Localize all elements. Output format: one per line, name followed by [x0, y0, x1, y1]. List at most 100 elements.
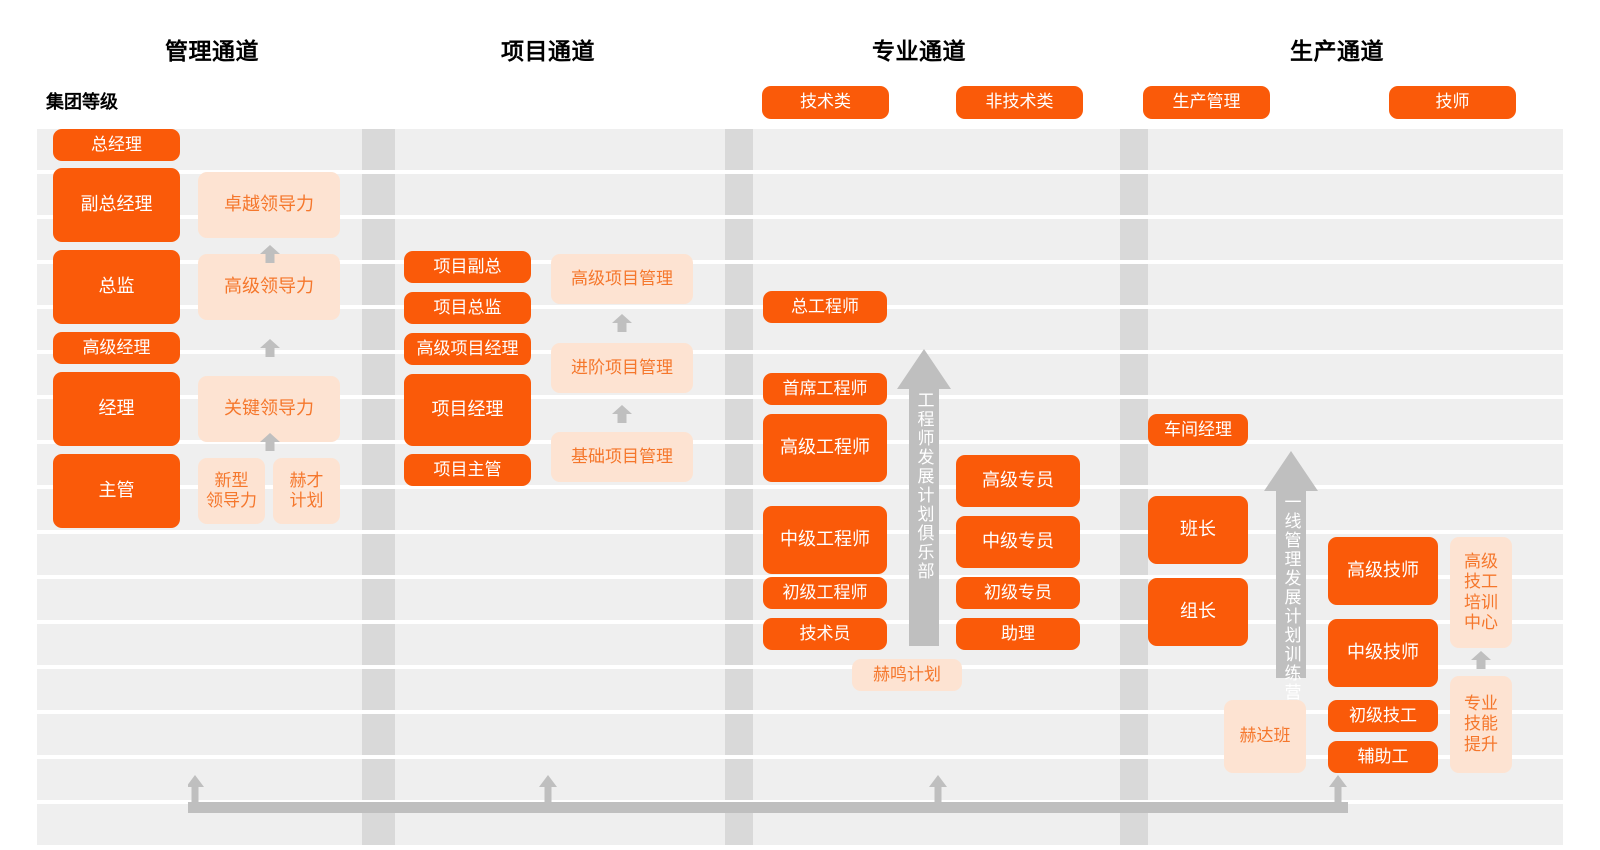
technical-grade-5[interactable]: 初级工程师 — [763, 577, 887, 609]
grid-separator-column — [725, 489, 753, 530]
grid-separator-column — [362, 444, 395, 485]
non-technical-grade-4[interactable]: 助理 — [956, 618, 1080, 650]
grid-separator-column — [725, 399, 753, 440]
grid-row-band — [1503, 534, 1563, 575]
grid-separator-column — [725, 444, 753, 485]
grid-row-band — [1148, 714, 1503, 755]
category-pill-3[interactable]: 生产管理 — [1143, 86, 1270, 119]
management-program-5[interactable]: 赫才 计划 — [273, 458, 340, 524]
management-program-1[interactable]: 卓越领导力 — [198, 172, 340, 238]
technical-grade-2[interactable]: 首席工程师 — [763, 373, 887, 405]
professional-program-1[interactable]: 赫鸣计划 — [852, 659, 962, 691]
grid-separator-column — [1120, 354, 1148, 395]
technician-grade-3[interactable]: 初级技工 — [1328, 700, 1438, 732]
grid-separator-column — [362, 759, 395, 800]
grid-row-band — [1148, 264, 1503, 305]
technician-grade-1[interactable]: 高级技师 — [1328, 537, 1438, 605]
grid-row-band — [1503, 129, 1563, 170]
non-technical-grade-1[interactable]: 高级专员 — [956, 455, 1080, 507]
grid-row-band — [1503, 399, 1563, 440]
non-technical-grade-3[interactable]: 初级专员 — [956, 577, 1080, 609]
bottom-growth-bar — [188, 775, 1348, 813]
grid-separator-column — [362, 669, 395, 710]
grid-row-band — [1503, 714, 1563, 755]
production-program-1[interactable]: 赫达班 — [1224, 700, 1306, 773]
engineer-development-club-arrow-label: 工程师发展计划俱乐部 — [914, 391, 934, 581]
project-grade-3[interactable]: 高级项目经理 — [404, 333, 531, 365]
management-grade-4[interactable]: 高级经理 — [53, 332, 180, 364]
grid-row-band — [1503, 489, 1563, 530]
grid-row-band — [395, 174, 725, 215]
production-management-grade-1[interactable]: 车间经理 — [1148, 414, 1248, 446]
management-grade-3[interactable]: 总监 — [53, 250, 180, 324]
production-management-grade-2[interactable]: 班长 — [1148, 496, 1248, 564]
grid-separator-column — [1120, 444, 1148, 485]
grid-row-band — [395, 534, 725, 575]
grid-row-band — [1148, 309, 1503, 350]
grid-separator-column — [725, 579, 753, 620]
grid-row-band — [1148, 174, 1503, 215]
project-arrow-2 — [611, 404, 633, 424]
grid-row-band — [1503, 174, 1563, 215]
project-grade-1[interactable]: 项目副总 — [404, 251, 531, 283]
project-grade-2[interactable]: 项目总监 — [404, 292, 531, 324]
management-grade-5[interactable]: 经理 — [53, 372, 180, 446]
management-program-3[interactable]: 关键领导力 — [198, 376, 340, 442]
grid-separator-column — [725, 129, 753, 170]
grid-separator-column — [1120, 174, 1148, 215]
management-grade-6[interactable]: 主管 — [53, 454, 180, 528]
project-program-2[interactable]: 进阶项目管理 — [551, 343, 693, 393]
grid-separator-column — [362, 399, 395, 440]
grid-separator-column — [1120, 129, 1148, 170]
grid-row-band — [37, 624, 362, 665]
management-program-2[interactable]: 高级领导力 — [198, 254, 340, 320]
grid-separator-column — [362, 489, 395, 530]
production-management-grade-3[interactable]: 组长 — [1148, 578, 1248, 646]
technical-grade-3[interactable]: 高级工程师 — [763, 414, 887, 482]
project-grade-4[interactable]: 项目经理 — [404, 374, 531, 446]
grid-row-band — [1503, 219, 1563, 260]
grid-separator-column — [1120, 579, 1148, 620]
management-program-4[interactable]: 新型 领导力 — [198, 458, 265, 524]
management-grade-1[interactable]: 总经理 — [53, 129, 180, 161]
technical-grade-1[interactable]: 总工程师 — [763, 291, 887, 323]
technician-grade-4[interactable]: 辅助工 — [1328, 741, 1438, 773]
category-pill-2[interactable]: 非技术类 — [956, 86, 1083, 119]
channel-title-4: 生产通道 — [1290, 38, 1384, 64]
grid-row-band — [753, 174, 1120, 215]
non-technical-grade-2[interactable]: 中级专员 — [956, 516, 1080, 568]
project-grade-5[interactable]: 项目主管 — [404, 454, 531, 486]
grid-row-band — [753, 714, 1120, 755]
grid-row-band — [37, 669, 362, 710]
grid-separator-column — [362, 219, 395, 260]
grid-separator-column — [1120, 714, 1148, 755]
project-program-3[interactable]: 基础项目管理 — [551, 432, 693, 482]
grid-separator-column — [725, 354, 753, 395]
project-arrow-1 — [611, 313, 633, 333]
technical-grade-6[interactable]: 技术员 — [763, 618, 887, 650]
grid-separator-column — [1120, 759, 1148, 800]
grid-row-band — [37, 759, 362, 800]
production-program-2[interactable]: 高级 技工 培训 中心 — [1450, 537, 1512, 648]
grid-row-band — [1503, 354, 1563, 395]
grid-row-band — [1503, 309, 1563, 350]
technician-grade-2[interactable]: 中级技师 — [1328, 619, 1438, 687]
grid-separator-column — [1120, 399, 1148, 440]
grid-row-band — [1503, 759, 1563, 800]
production-program-3[interactable]: 专业 技能 提升 — [1450, 676, 1512, 773]
grid-row-band — [395, 624, 725, 665]
grid-row-band — [1503, 804, 1563, 845]
management-arrow-2 — [259, 338, 281, 358]
grid-separator-column — [1120, 489, 1148, 530]
management-grade-2[interactable]: 副总经理 — [53, 168, 180, 242]
technical-grade-4[interactable]: 中级工程师 — [763, 506, 887, 574]
category-pill-4[interactable]: 技师 — [1389, 86, 1516, 119]
project-program-1[interactable]: 高级项目管理 — [551, 254, 693, 304]
grid-separator-column — [1120, 624, 1148, 665]
category-pill-1[interactable]: 技术类 — [762, 86, 889, 119]
grid-separator-column — [1120, 669, 1148, 710]
group-grade-label: 集团等级 — [46, 92, 118, 112]
grid-row-band — [395, 489, 725, 530]
grid-row-band — [1503, 579, 1563, 620]
